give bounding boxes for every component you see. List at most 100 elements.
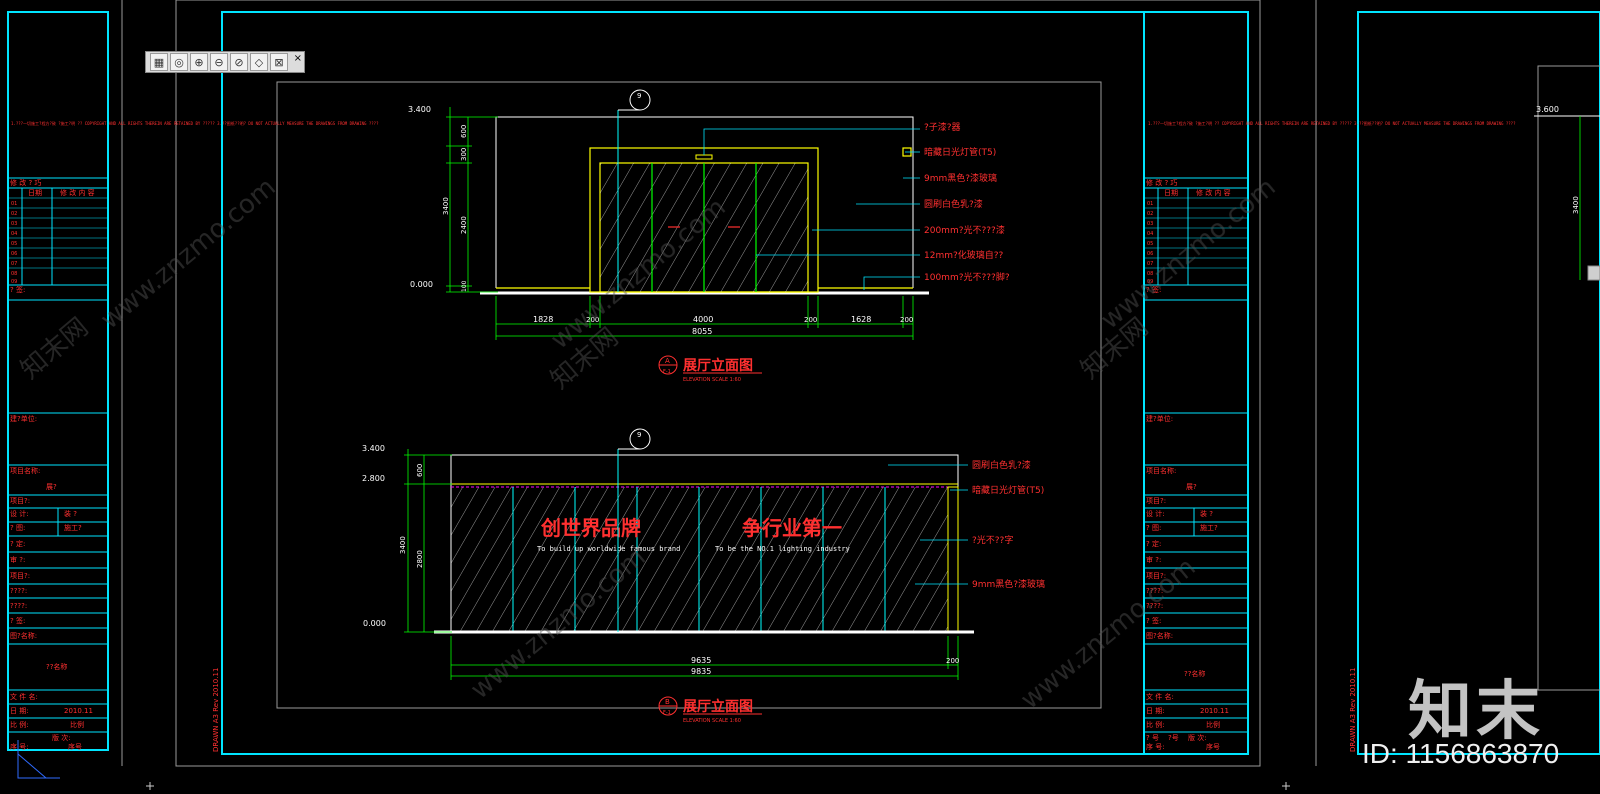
elev-a-note-2: 9mm黑色?漆玻璃 xyxy=(924,172,997,184)
elev-a-note-5: 12mm?化玻璃自?? xyxy=(924,249,1004,261)
elev-a-vdim-300: 300 xyxy=(460,148,468,161)
tb-notes: 1.???一切施工?程方?致 ?施工?明 ?? COPYRIGHT AND AL… xyxy=(11,120,379,126)
elev-a-leaders xyxy=(703,128,920,290)
elev-a-subtitle: ELEVATION SCALE 1:60 xyxy=(683,377,741,383)
tb2-seq-label: 序 号: xyxy=(1146,742,1165,751)
elev-a-note-1: 暗藏日光灯管(T5) xyxy=(924,146,996,158)
elev-b-leaders xyxy=(888,464,968,585)
elev-a-section-marker: 9 xyxy=(617,89,651,292)
tb2-project-head: 项目?: xyxy=(1146,497,1166,505)
right-sheet-partial: 3.600 3400 xyxy=(1534,65,1600,691)
elev-a-section-label: 9 xyxy=(637,92,641,100)
tb-label5: ????: xyxy=(10,602,27,610)
tb2-file: 文 件 名: xyxy=(1146,692,1174,701)
cube-icon[interactable]: ◇ xyxy=(250,53,268,71)
wm-1: www.znzmo.com xyxy=(95,172,281,335)
sphere-minus-icon[interactable]: ⊖ xyxy=(210,53,228,71)
elev-a-circle-sub: F-1 xyxy=(663,369,671,375)
right-scrollbar-thumb[interactable] xyxy=(1587,265,1600,281)
elev-a-hdim-lines xyxy=(495,296,914,340)
tb-design-2: 装 ? xyxy=(64,509,77,518)
elev-b-slogan-2: 争行业第一 xyxy=(742,516,842,540)
elev-b-hdim-1: 200 xyxy=(946,657,959,665)
tb-scale: 比例 xyxy=(70,720,84,729)
elev-a-vdim-2400: 2400 xyxy=(460,216,468,234)
tb2-drawing: ? 图: xyxy=(1146,524,1161,532)
toolbar-close-icon[interactable]: × xyxy=(293,53,302,64)
tb2-rev-r0: 01 xyxy=(1147,201,1153,207)
elev-b-title-group: B F-1 展厅立面图 ELEVATION SCALE 1:60 xyxy=(658,696,762,724)
watermark-id: ID: 1156863870 xyxy=(1362,738,1560,769)
elev-b-level-mid: 2.800 xyxy=(362,474,385,483)
elev-a-door-mullions xyxy=(651,163,757,292)
elev-b-section-label: 9 xyxy=(637,431,641,439)
tb2-seq: 序号 xyxy=(1206,742,1220,751)
side-text-right: DRAWN A3 Rev 2010.11 xyxy=(1349,668,1357,752)
tb2-rev-h2: 修 改 内 容 xyxy=(1196,188,1231,197)
tb-rev-r8: 09 xyxy=(11,279,17,285)
tb-label6: ? 签: xyxy=(10,616,25,625)
tb-project: 展? xyxy=(46,483,57,491)
tb2-design-2: 装 ? xyxy=(1200,509,1213,518)
tb2-no-label: ? 号 xyxy=(1146,734,1159,742)
tb2-scale-label: 比 例: xyxy=(1146,720,1165,729)
tb-rev-r5: 06 xyxy=(11,251,17,257)
tb-ver: 版 次: xyxy=(52,733,71,742)
tb2-label6: ? 签: xyxy=(1146,616,1161,625)
tb2-rev-r8: 09 xyxy=(1147,279,1153,285)
tb-drawing: ? 图: xyxy=(10,524,25,532)
tb2-approve: 审 ?: xyxy=(1146,555,1161,564)
tb-rev-h1: 日期 xyxy=(28,189,42,197)
elev-b-circle-letter: B xyxy=(665,698,670,706)
sphere-icon[interactable]: ◎ xyxy=(170,53,188,71)
tb2-design: 设 计: xyxy=(1146,509,1165,518)
elev-b-slogan-1-en: To build up worldwide famous brand xyxy=(537,545,680,553)
tb2-rev-r2: 03 xyxy=(1147,221,1153,227)
tb-label4: ????: xyxy=(10,587,27,595)
sphere-add-icon[interactable]: ⊕ xyxy=(190,53,208,71)
elev-a-vdim-100: 100 xyxy=(461,280,468,292)
elev-a-note-0: ?子漆?器 xyxy=(924,121,961,133)
tb-rev-r7: 08 xyxy=(11,271,17,277)
tb2-date: 2010.11 xyxy=(1200,707,1229,715)
tb-drawing-title-label: 图?名称: xyxy=(10,631,37,640)
elev-b-note-1: 暗藏日光灯管(T5) xyxy=(972,484,1044,496)
tb-seq: 序号 xyxy=(68,742,82,751)
tb-project-name: 项目名称: xyxy=(10,466,40,475)
elev-b-title: 展厅立面图 xyxy=(683,698,753,715)
wm-5: www.znzmo.com xyxy=(1015,552,1201,715)
elev-b-hdim-lines xyxy=(450,636,959,680)
cube-x-icon[interactable]: ⊠ xyxy=(270,53,288,71)
elev-b-vdim-600: 600 xyxy=(416,464,424,477)
elev-b-mullions xyxy=(512,487,886,631)
elev-b-section-marker: 9 xyxy=(617,428,651,632)
tb-seq-label: 序 号: xyxy=(10,742,29,751)
elev-b-side-panel xyxy=(947,486,959,632)
elevation-b: 创世界品牌 To build up worldwide famous brand… xyxy=(362,428,1045,724)
tb2-rev-h0: 修 改 ? 巧 xyxy=(1146,178,1177,187)
elev-a-note-6: 100mm?光不???脚? xyxy=(924,271,1010,283)
elev-a-hdim-3: 200 xyxy=(804,316,817,324)
tb2-label4: ????: xyxy=(1146,587,1163,595)
tb-scale-label: 比 例: xyxy=(10,720,29,729)
tb2-construction: 施工? xyxy=(1200,523,1218,532)
view-grid-icon[interactable]: ▦ xyxy=(150,53,168,71)
tb2-rev-r4: 05 xyxy=(1147,241,1153,247)
tb2-rev-r3: 04 xyxy=(1147,231,1153,237)
elev-a-light xyxy=(695,154,713,160)
tb-rev-r1: 02 xyxy=(11,211,17,217)
elev-b-subtitle: ELEVATION SCALE 1:60 xyxy=(683,718,741,724)
tb-date: 2010.11 xyxy=(64,707,93,715)
tb-sign: ? 签: xyxy=(10,285,25,294)
elev-a-hdim-0: 1828 xyxy=(533,315,553,324)
elev-a-hdim-1: 200 xyxy=(586,316,599,324)
tb2-sign: ? 签: xyxy=(1146,285,1161,294)
tb-client: 建?单位: xyxy=(10,414,37,423)
elevation-a: 9 3.400 0.000 600 300 2400 100 3400 xyxy=(408,89,1010,383)
floating-toolbar[interactable]: ▦ ◎ ⊕ ⊖ ⊘ ◇ ⊠ × xyxy=(145,51,305,73)
tb2-drawing-title: ??名称 xyxy=(1184,669,1205,678)
elev-a-level-0: 0.000 xyxy=(410,280,433,289)
tb2-rev-h1: 日期 xyxy=(1164,189,1178,197)
sphere-slash-icon[interactable]: ⊘ xyxy=(230,53,248,71)
